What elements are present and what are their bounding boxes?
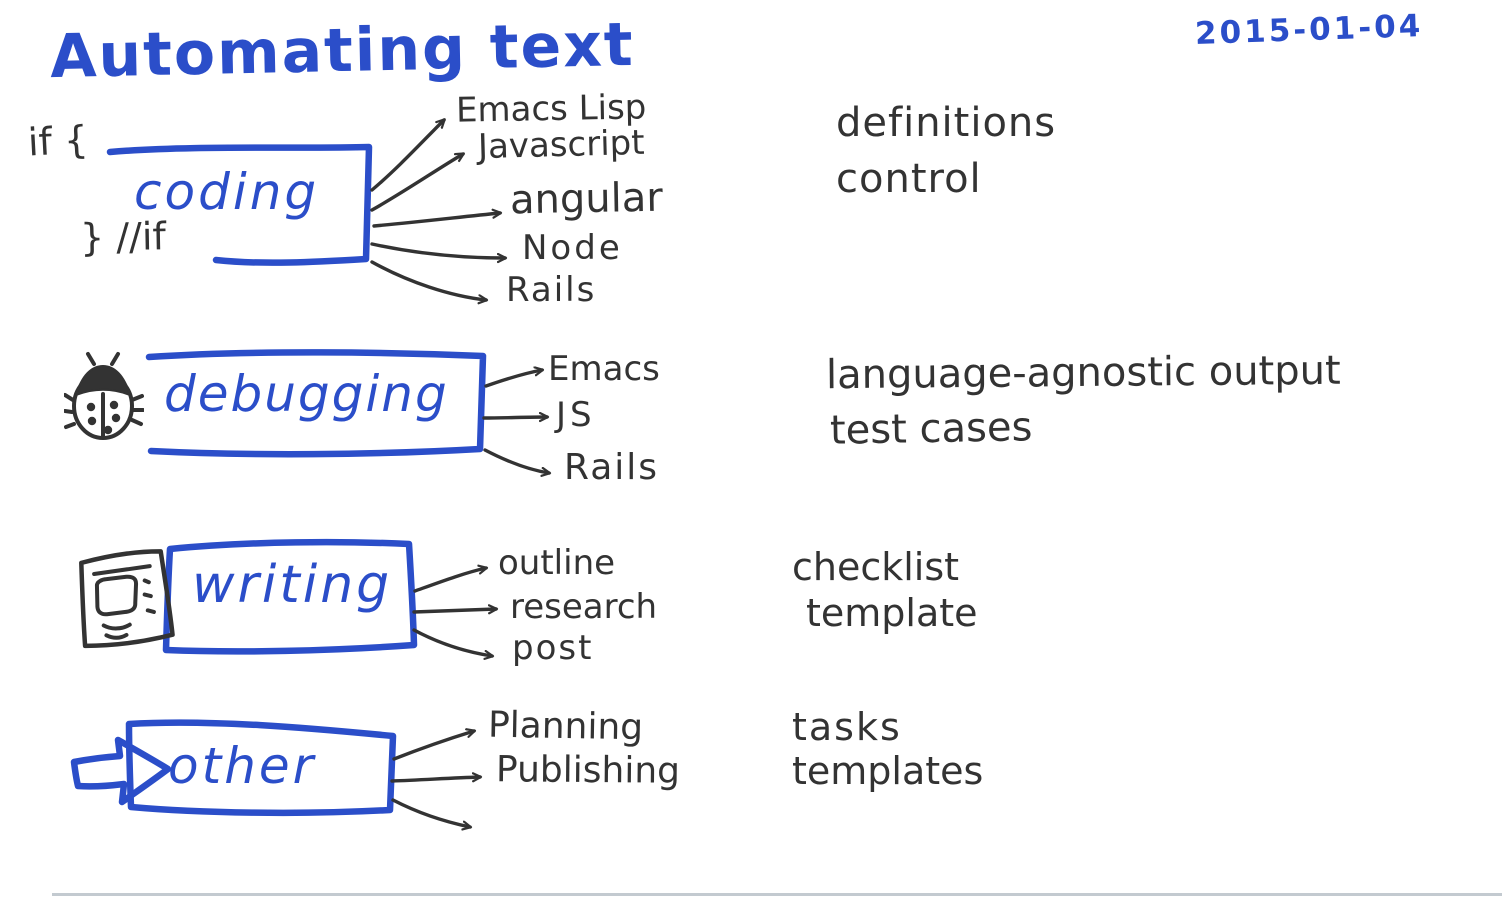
arrow-writing-to-outline [413,568,486,593]
arrow-other-to-publishing [390,777,480,783]
coding-note-control: control [836,156,982,202]
writing-box-label: writing [192,555,393,615]
arrow-debugging-to-emacs [484,370,542,388]
other-box-label: other [168,737,317,795]
coding-target-node: Node [522,228,623,268]
page-title: Automating text [49,9,636,93]
coding-box-label: coding [134,163,320,221]
writing-target-post: post [512,628,594,668]
date-label: 2015-01-04 [1194,8,1424,52]
debugging-target-js: JS [556,395,596,435]
other-target-planning: Planning [487,704,644,749]
other-note-tasks: tasks [792,705,902,749]
arrow-writing-to-post [412,628,492,656]
other-note-templates: templates [792,749,984,793]
writing-target-outline: outline [498,543,616,583]
debugging-box-outline [145,349,487,458]
writing-target-research: research [510,587,658,627]
arrow-coding-to-javascript [370,152,463,212]
debugging-target-emacs: Emacs [548,349,660,389]
coding-box-outline [106,143,373,266]
arrow-coding-to-rails [370,260,486,300]
arrow-coding-to-emacs-lisp [370,120,444,192]
coding-target-angular: angular [509,174,664,224]
card-bottom-edge [52,893,1502,896]
coding-target-rails: Rails [506,270,597,310]
coding-code-bottom: } //if [79,214,167,260]
other-box-outline [125,719,397,817]
debugging-target-rails: Rails [564,447,660,488]
coding-code-top: if { [26,117,90,165]
arrow-other-unlabeled [391,798,470,827]
document-icon [79,549,175,649]
block-arrow-icon [70,736,172,806]
debugging-note-language-agnostic: language-agnostic output [825,347,1341,399]
arrow-writing-to-research [412,609,496,612]
debugging-box-label: debugging [164,365,449,423]
coding-note-definitions: definitions [836,100,1057,146]
writing-note-checklist: checklist [792,545,960,589]
arrow-other-to-planning [392,731,474,761]
bug-icon [64,352,144,440]
arrow-coding-to-node [370,242,505,258]
other-target-publishing: Publishing [495,749,681,792]
arrow-debugging-to-rails [483,448,549,473]
writing-note-template: template [806,591,978,635]
debugging-note-test-cases: test cases [829,404,1033,454]
coding-target-javascript: Javascript [477,122,646,168]
arrow-debugging-to-js [482,417,547,418]
arrow-coding-to-angular [372,213,500,228]
